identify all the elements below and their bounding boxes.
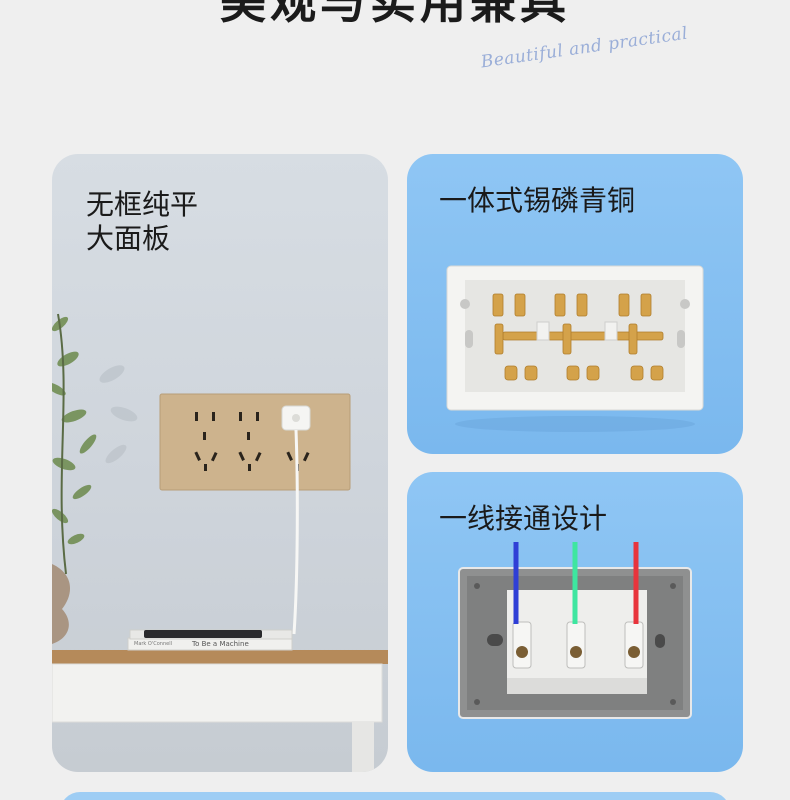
next-card-peek [60,792,730,800]
socket-panel [160,394,350,490]
phone [144,630,262,638]
wiring-illustration [458,542,692,719]
card-title: 一体式锡磷青铜 [439,184,636,217]
card-bronze-contacts: 一体式锡磷青铜 [407,154,743,454]
card-single-wire: 一线接通设计 [407,472,743,772]
book-title: To Be a Machine [192,640,249,648]
card-title: 一线接通设计 [439,502,608,535]
card-title-line2: 大面板 [86,222,171,255]
card-title-line1: 无框纯平 [86,188,199,221]
card-frameless-panel: 无框纯平 大面板 To Be a Machine Mark O'Connell [52,154,388,772]
terminal-icon [512,621,644,669]
headline: 美观与实用兼具 [220,0,570,29]
table-top [52,650,388,664]
book-author: Mark O'Connell [134,641,172,647]
internal-structure-illustration [446,265,704,432]
wall-scene-illustration [52,313,388,772]
plant-icon [52,316,97,545]
